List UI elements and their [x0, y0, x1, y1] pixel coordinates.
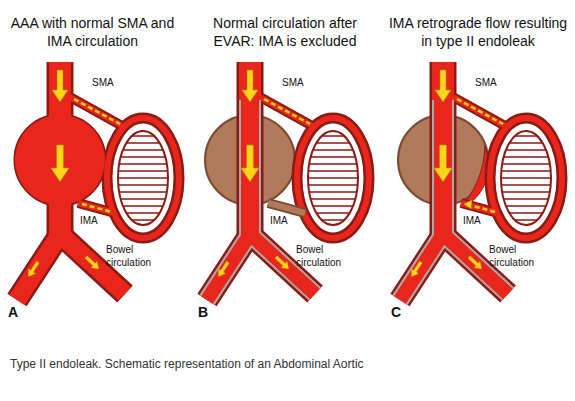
- vessel-label: SMA: [92, 76, 132, 89]
- flow-dashes: [264, 99, 310, 124]
- aorta-lumen: [49, 62, 71, 238]
- region-label: Bowel circulation: [296, 243, 358, 269]
- panel-c: [398, 62, 562, 300]
- panel-letter: C: [391, 303, 421, 321]
- retrograde-arrowhead: [464, 200, 472, 209]
- excluded-ima: [268, 203, 305, 213]
- region-label: Bowel circulation: [489, 243, 551, 269]
- panel-letter: B: [198, 303, 228, 321]
- flow-arrow: [408, 260, 425, 280]
- panel-heading: IMA retrograde flow resulting in type II…: [383, 14, 573, 50]
- flow-arrow: [435, 70, 451, 102]
- flow-dashes: [457, 99, 503, 124]
- graft-body: [432, 100, 454, 236]
- flow-arrows: [25, 70, 102, 279]
- graft-body: [239, 100, 261, 236]
- flow-arrow: [273, 254, 292, 272]
- sma-wall: [260, 97, 314, 127]
- bowel-hatch: [498, 131, 554, 225]
- vessel-label: IMA: [463, 214, 503, 227]
- retrograde-dashes: [473, 206, 495, 212]
- bowel-hatch: [115, 131, 171, 225]
- bowel-loop-lumen: [297, 118, 369, 238]
- vessel-label: SMA: [282, 76, 322, 89]
- vessel-lumen: [400, 62, 562, 300]
- bowel-loop-lumen: [490, 118, 562, 238]
- stent-graft: [207, 100, 315, 300]
- sma-wall: [453, 97, 507, 127]
- bowel-loop-wall: [297, 118, 369, 238]
- bowel-hatch: [305, 131, 361, 225]
- flow-arrows: [408, 70, 485, 279]
- vessel-label: IMA: [270, 214, 310, 227]
- panel-heading: Normal circulation after EVAR: IMA is ex…: [195, 14, 375, 50]
- sma-lumen: [260, 97, 314, 127]
- bowel-loop-wall: [490, 118, 562, 238]
- vessel-lumen: [15, 62, 179, 300]
- sma-lumen: [453, 97, 507, 127]
- region-label: Bowel circulation: [106, 243, 168, 269]
- ima-wall: [268, 203, 305, 213]
- flow-arrow: [466, 254, 485, 272]
- figure-caption: Type II endoleak. Schematic representati…: [10, 357, 570, 373]
- graft-lumen: [434, 100, 452, 236]
- flow-arrow: [83, 254, 102, 272]
- panel-b: [205, 62, 369, 300]
- flow-arrows: [215, 70, 292, 279]
- flow-arrow: [215, 260, 232, 280]
- aorta-wall: [430, 62, 457, 238]
- panel-letter: A: [8, 303, 38, 321]
- aorta-lumen: [432, 62, 454, 238]
- flow-arrow: [434, 145, 452, 182]
- aorta-wall: [47, 62, 74, 238]
- vessel-wall: [15, 62, 179, 300]
- vessel-wall: [400, 62, 562, 300]
- flow-arrow: [242, 70, 258, 102]
- panel-a: [15, 62, 179, 300]
- flow-arrow: [25, 260, 42, 280]
- sma-lumen: [70, 97, 124, 127]
- flow-arrow: [52, 70, 68, 102]
- bowel-loop-wall: [107, 118, 179, 238]
- flow-arrow: [51, 145, 69, 182]
- flow-arrow: [241, 145, 259, 182]
- panel-heading: AAA with normal SMA and IMA circulation: [5, 14, 180, 50]
- flow-dashes: [74, 99, 120, 124]
- bowel-loop-lumen: [107, 118, 179, 238]
- flow-dashes: [82, 204, 112, 212]
- vessel-lumen: [207, 62, 369, 300]
- stent-graft: [400, 100, 508, 300]
- aorta-wall: [237, 62, 264, 238]
- aorta-lumen: [239, 62, 261, 238]
- vessel-label: IMA: [80, 214, 120, 227]
- graft-lumen: [241, 100, 259, 236]
- vessel-label: SMA: [475, 76, 515, 89]
- vessel-wall: [207, 62, 369, 300]
